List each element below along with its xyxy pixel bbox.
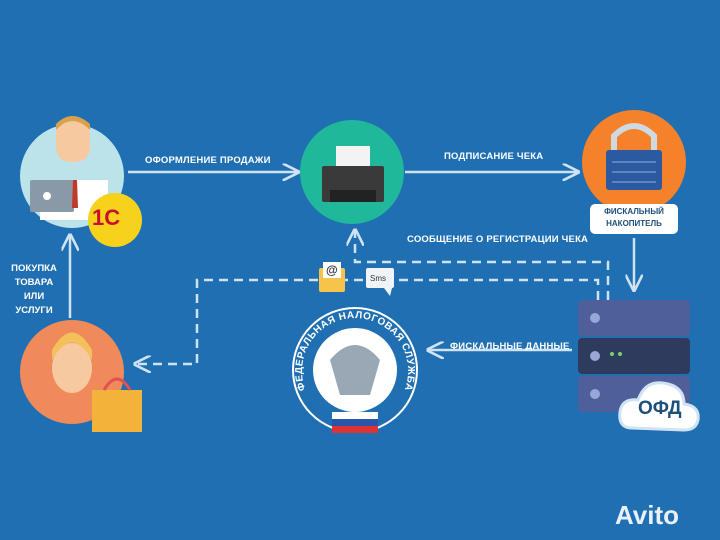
ofd-label: ОФД xyxy=(638,398,682,419)
customer-illustration xyxy=(20,320,142,432)
arrow-registration xyxy=(355,230,610,300)
fiscal-storage-badge: ФИСКАЛЬНЫЙ НАКОПИТЕЛЬ xyxy=(590,204,678,234)
label-purchase: ПОКУПКА ТОВАРА ИЛИ УСЛУГИ xyxy=(11,263,57,316)
fiscal-storage-line2: НАКОПИТЕЛЬ xyxy=(606,219,662,228)
one-c-logo: 1С xyxy=(92,205,121,230)
email-icon xyxy=(319,262,345,292)
sms-text: Sms xyxy=(370,274,386,283)
avito-watermark: Avito xyxy=(615,500,680,530)
printer-illustration xyxy=(300,120,404,224)
fiscal-storage-illustration xyxy=(582,110,686,214)
ofd-server-illustration xyxy=(578,300,700,432)
label-sale: ОФОРМЛЕНИЕ ПРОДАЖИ xyxy=(145,155,271,166)
sms-icon xyxy=(366,268,394,296)
dashed-arrows xyxy=(135,230,610,364)
email-symbol: @ xyxy=(326,263,338,277)
fiscal-storage-line1: ФИСКАЛЬНЫЙ xyxy=(604,207,664,216)
label-registration-message: СООБЩЕНИЕ О РЕГИСТРАЦИИ ЧЕКА xyxy=(407,234,589,245)
label-fiscal-data: ФИСКАЛЬНЫЕ ДАННЫЕ xyxy=(450,341,570,352)
flow-arrows xyxy=(70,172,634,350)
fns-emblem: ФЕДЕРАЛЬНАЯ НАЛОГОВАЯ СЛУЖБА xyxy=(292,307,418,433)
seller-illustration xyxy=(20,116,142,247)
label-signing: ПОДПИСАНИЕ ЧЕКА xyxy=(444,151,544,162)
arrow-to-customer xyxy=(135,278,600,364)
